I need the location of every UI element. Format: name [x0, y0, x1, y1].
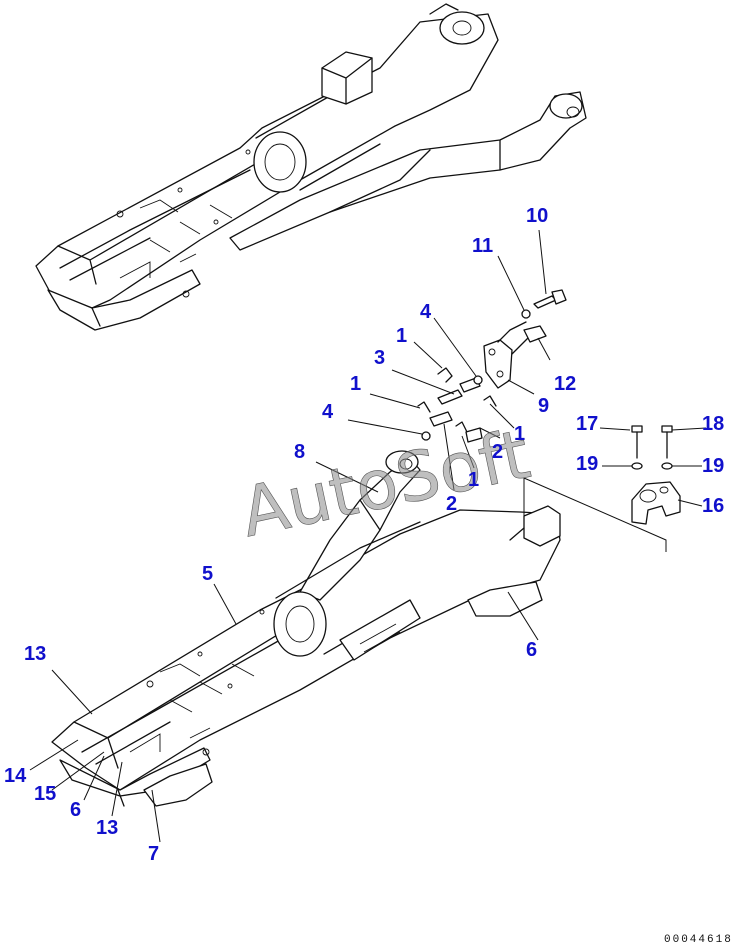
callout-13-bottom: 13: [96, 817, 118, 839]
callout-1-right: 1: [514, 423, 525, 445]
leader-lines: [29, 229, 707, 843]
callout-5: 5: [202, 563, 213, 585]
callout-4-top: 4: [420, 301, 432, 323]
callout-2-right: 2: [492, 441, 503, 463]
upper-frame-assembly: [35, 3, 587, 331]
callout-17: 17: [576, 413, 598, 435]
callout-1-left: 1: [350, 373, 361, 395]
callout-2-bottom: 2: [446, 493, 457, 515]
document-number: 00044618: [664, 934, 733, 946]
callout-1-bottom: 1: [468, 469, 479, 491]
callout-9: 9: [538, 395, 549, 417]
callout-4-left: 4: [322, 401, 334, 423]
callout-1-top: 1: [396, 325, 407, 347]
callout-labels: 10 11 4 1 3 12 1 9 4 1 17 18 8 2 19 19 1…: [4, 205, 724, 865]
callout-19-left: 19: [576, 453, 598, 475]
callout-6-right: 6: [526, 639, 537, 661]
callout-19-right: 19: [702, 455, 724, 477]
callout-12: 12: [554, 373, 576, 395]
callout-6-left: 6: [70, 799, 81, 821]
callout-3: 3: [374, 347, 385, 369]
callout-10: 10: [526, 205, 548, 227]
callout-8: 8: [294, 441, 305, 463]
callout-14: 14: [4, 765, 27, 787]
callout-18: 18: [702, 413, 724, 435]
callout-11: 11: [472, 235, 493, 257]
callout-15: 15: [34, 783, 56, 805]
small-parts: [417, 289, 681, 552]
callout-13-top: 13: [24, 643, 46, 665]
lower-frame-assembly: [51, 450, 561, 807]
callout-7: 7: [148, 843, 159, 865]
callout-16: 16: [702, 495, 724, 517]
